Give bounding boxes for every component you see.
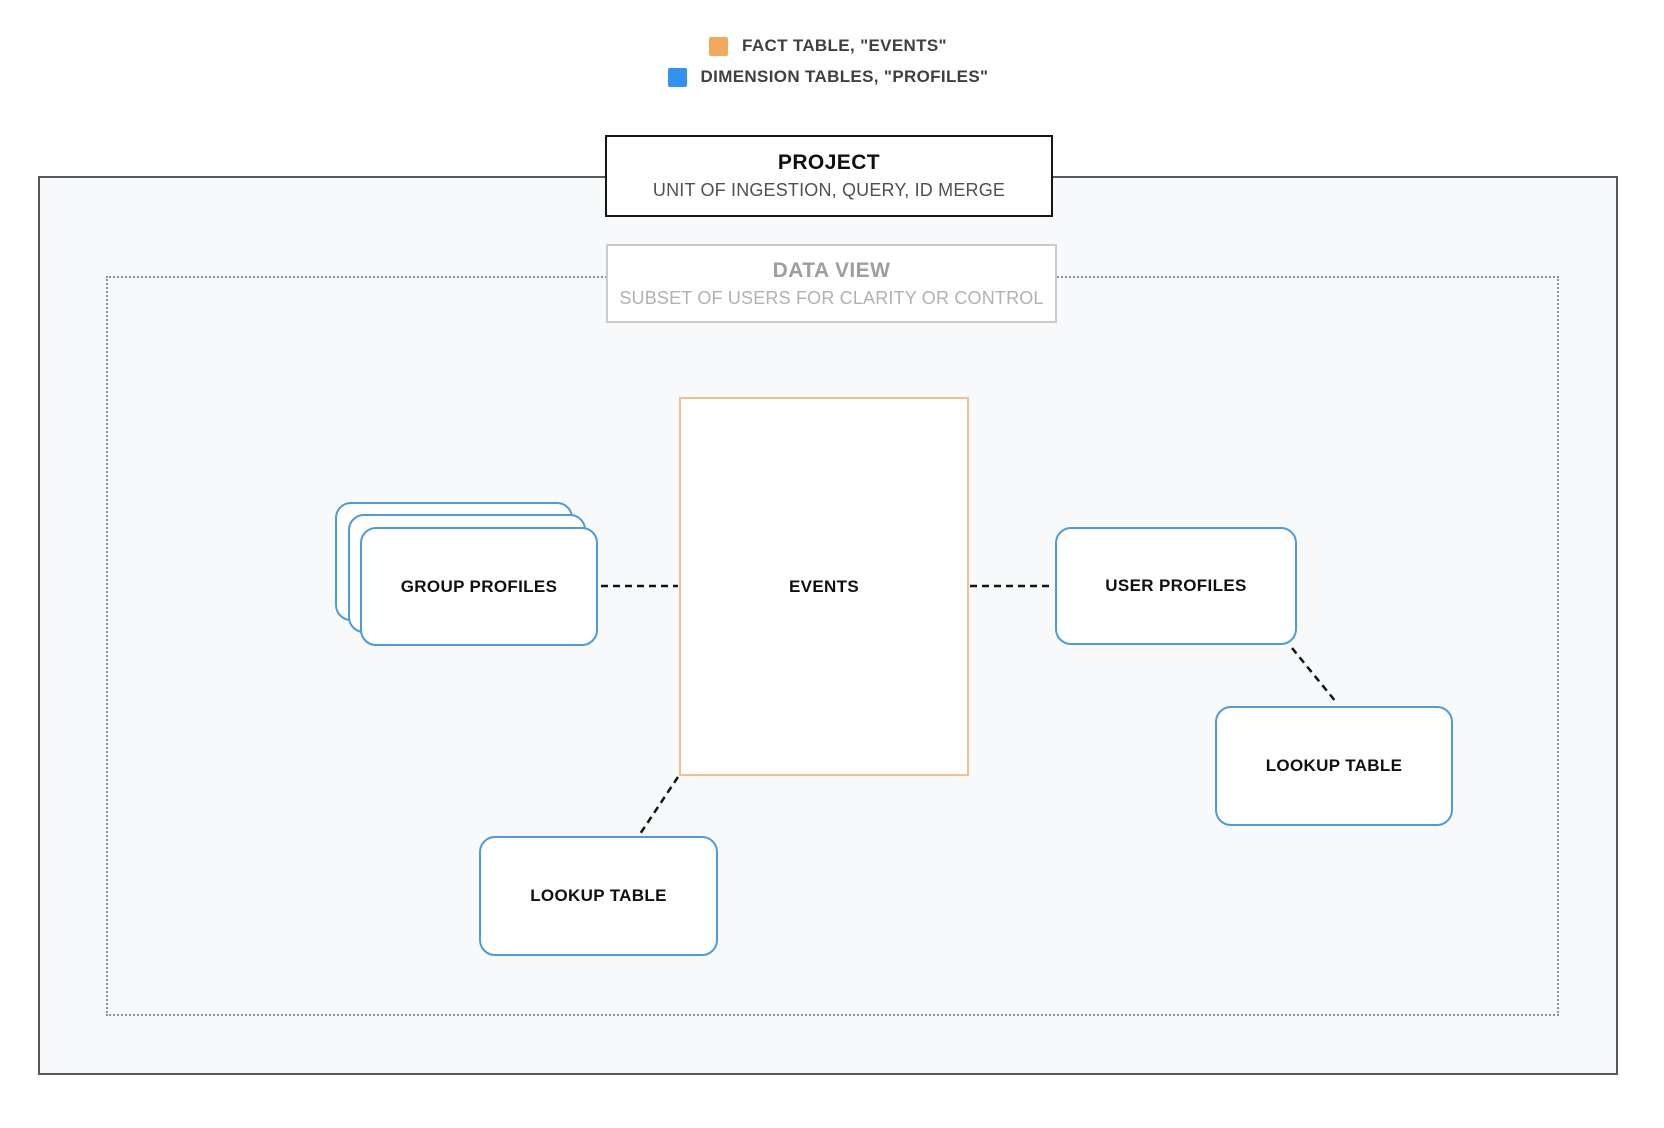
fact-table-color-swatch-icon: [709, 36, 729, 56]
user-profiles-node: USER PROFILES: [1055, 527, 1297, 645]
lookup-table-left-label: LOOKUP TABLE: [530, 886, 667, 905]
data-view-title: DATA VIEW: [772, 258, 891, 282]
legend-item-label: FACT TABLE, "EVENTS": [742, 36, 947, 55]
project-box: PROJECT UNIT OF INGESTION, QUERY, ID MER…: [605, 135, 1053, 217]
lookup-table-right-label: LOOKUP TABLE: [1265, 756, 1403, 775]
data-view-subtitle: SUBSET OF USERS FOR CLARITY OR CONTROL: [619, 287, 1044, 308]
legend-item-dimension-tables: DIMENSION TABLES, "PROFILES": [667, 67, 989, 87]
project-subtitle: UNIT OF INGESTION, QUERY, ID MERGE: [652, 180, 1006, 200]
legend-item-label: DIMENSION TABLES, "PROFILES": [700, 67, 989, 86]
user-profiles-label: USER PROFILES: [1105, 576, 1247, 595]
dimension-tables-color-swatch-icon: [667, 67, 687, 87]
project-title: PROJECT: [777, 151, 881, 174]
lookup-table-right-node: LOOKUP TABLE: [1215, 706, 1453, 826]
events-label: EVENTS: [788, 576, 860, 596]
group-profiles-label: GROUP PROFILES: [400, 576, 558, 596]
data-view-box: DATA VIEW SUBSET OF USERS FOR CLARITY OR…: [606, 244, 1057, 323]
group-profiles-node: GROUP PROFILES: [360, 527, 598, 646]
legend: FACT TABLE, "EVENTS" DIMENSION TABLES, "…: [38, 36, 1618, 87]
events-node: EVENTS: [679, 397, 969, 776]
legend-item-fact-table: FACT TABLE, "EVENTS": [709, 36, 947, 56]
lookup-table-left-node: LOOKUP TABLE: [479, 836, 718, 956]
